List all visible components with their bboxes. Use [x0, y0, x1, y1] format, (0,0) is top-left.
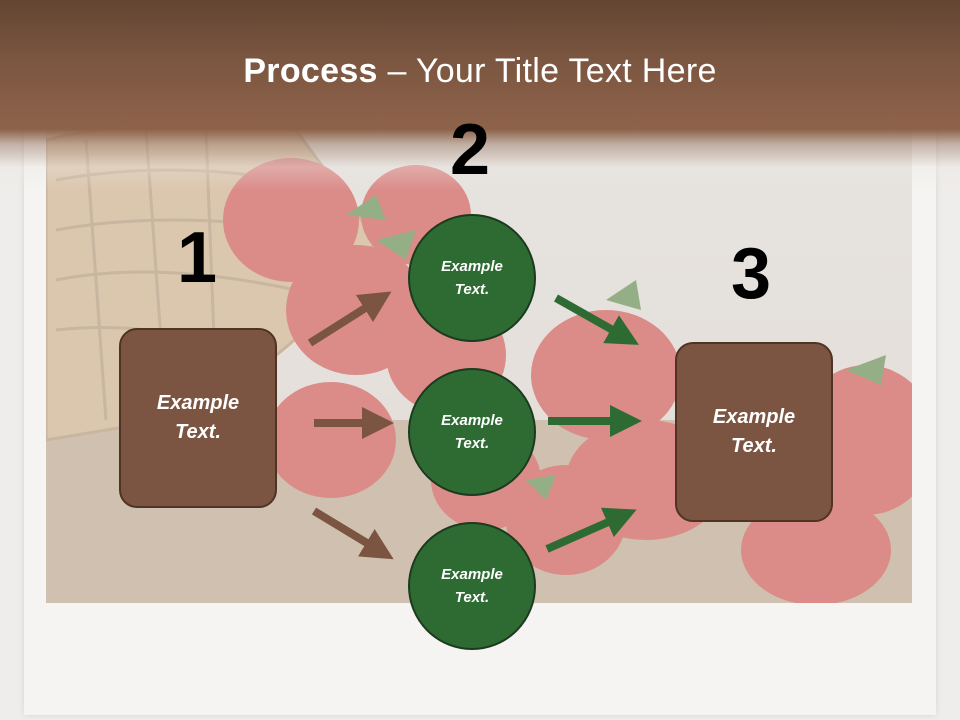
title-bold-part: Process: [243, 52, 378, 90]
title-separator: –: [377, 52, 416, 90]
arrow-box-to-top-circle: [307, 291, 392, 347]
step-number-2: 2: [450, 110, 491, 190]
step-number-1: 1: [177, 218, 218, 298]
step-number-3: 3: [731, 234, 772, 314]
arrow-bottom-circle-to-output: [545, 507, 637, 553]
title-bar: [0, 0, 960, 190]
arrow-box-to-bottom-circle: [311, 507, 394, 560]
title-rest: Your Title Text Here: [415, 52, 717, 90]
slide-title: Process – Your Title Text Here: [0, 52, 960, 91]
arrow-top-circle-to-output: [554, 294, 639, 345]
